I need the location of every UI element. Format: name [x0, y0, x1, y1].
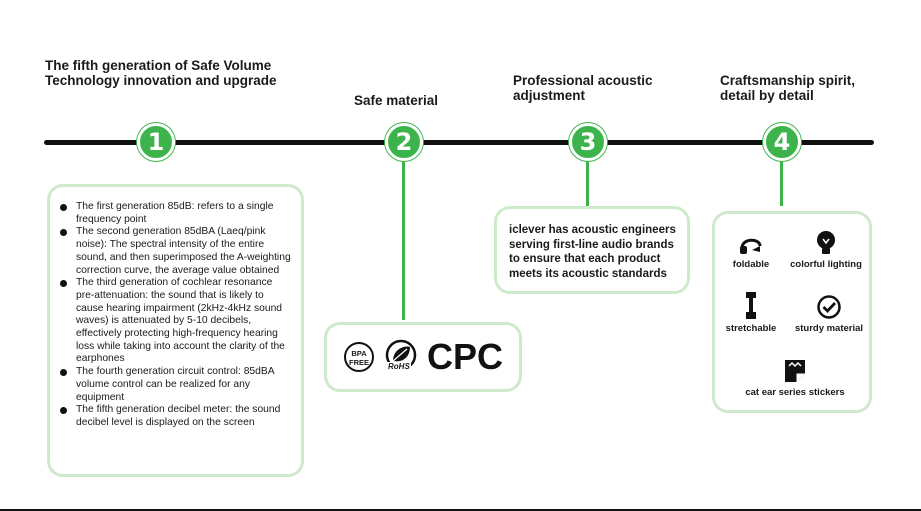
feature-foldable: foldable: [725, 232, 777, 270]
generations-card: The first generation 85dB: refers to a s…: [47, 184, 304, 477]
stretch-icon: [746, 292, 756, 319]
bottom-divider: [0, 509, 921, 511]
heading-safe-volume: The fifth generation of Safe Volume Tech…: [45, 58, 277, 88]
rohs-icon: RoHS: [383, 339, 419, 377]
generations-list: The first generation 85dB: refers to a s…: [60, 201, 293, 430]
certifications-card: BPA FREE RoHS CPC: [324, 322, 522, 392]
feature-label: sturdy material: [794, 323, 864, 334]
feature-label: colorful lighting: [790, 259, 862, 270]
features-card: foldable colorful lighting stretchable s…: [712, 211, 872, 413]
check-circle-icon: [817, 295, 841, 319]
acoustic-description: iclever has acoustic engineers serving f…: [509, 224, 676, 280]
rgb-bulb-icon: [817, 231, 835, 254]
timeline-bar: [44, 140, 874, 145]
feature-sturdy-material: sturdy material: [787, 294, 871, 334]
feature-colorful-lighting: colorful lighting: [781, 230, 871, 270]
rohs-label: RoHS: [387, 362, 411, 371]
list-item: The fifth generation decibel meter: the …: [60, 404, 293, 429]
bpa-free-badge: BPA FREE: [344, 342, 374, 372]
list-item: The first generation 85dB: refers to a s…: [60, 201, 293, 226]
list-item: The third generation of cochlear resonan…: [60, 277, 293, 366]
connector-line-2: [402, 161, 405, 320]
list-item: The second generation 85dBA (Laeq/pink n…: [60, 226, 293, 277]
acoustic-card: iclever has acoustic engineers serving f…: [494, 206, 690, 294]
feature-label: foldable: [732, 259, 770, 270]
foldable-headphone-icon: [740, 238, 762, 254]
heading-craftsmanship: Craftsmanship spirit, detail by detail: [720, 73, 856, 103]
cpc-mark: CPC: [427, 336, 504, 377]
feature-label: cat ear series stickers: [745, 387, 845, 398]
step-badge-1: 1: [137, 123, 175, 161]
list-item: The fourth generation circuit control: 8…: [60, 366, 293, 404]
connector-line-3: [586, 161, 589, 206]
connector-line-4: [780, 161, 783, 206]
step-badge-3: 3: [569, 123, 607, 161]
step-badge-4: 4: [763, 123, 801, 161]
heading-safe-material: Safe material: [354, 93, 439, 108]
step-badge-2: 2: [385, 123, 423, 161]
feature-label: stretchable: [725, 323, 777, 334]
heading-acoustic-adjustment: Professional acoustic adjustment: [513, 73, 653, 103]
sticker-icon: [785, 360, 805, 382]
feature-cat-ear-stickers: cat ear series stickers: [725, 358, 865, 398]
feature-stretchable: stretchable: [719, 292, 783, 334]
